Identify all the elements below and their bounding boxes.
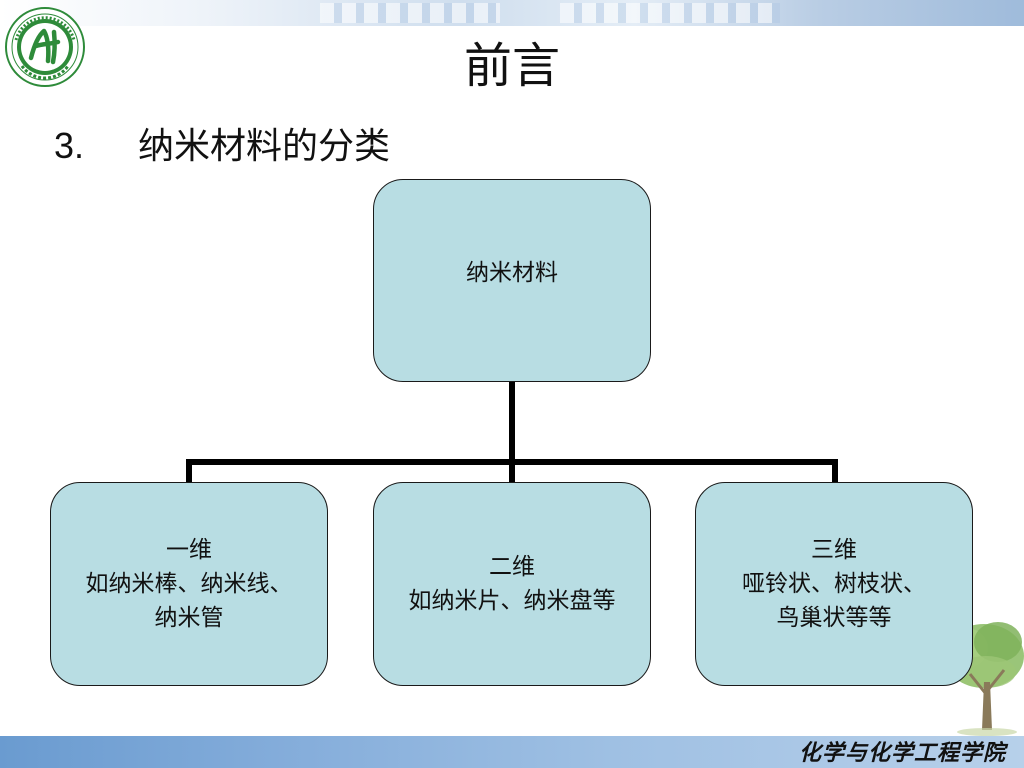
node-line: 三维	[811, 537, 857, 563]
section-number: 3.	[54, 125, 85, 166]
node-line: 鸟巢状等等	[776, 605, 892, 631]
node-line: 如纳米棒、纳米线、	[85, 571, 293, 597]
connector-drop-left	[186, 459, 192, 483]
node-root: 纳米材料	[373, 179, 651, 382]
header-band	[0, 0, 1024, 26]
node-line: 一维	[166, 537, 212, 563]
node-line: 纳米管	[154, 605, 224, 631]
node-one-dimensional: 一维 如纳米棒、纳米线、 纳米管	[50, 482, 328, 686]
footer-band	[0, 736, 1024, 768]
header-pattern-left	[320, 3, 500, 23]
node-line: 哑铃状、树枝状、	[742, 571, 926, 597]
node-root-line: 纳米材料	[466, 260, 558, 286]
school-emblem-icon	[5, 7, 85, 87]
section-heading: 3. 纳米材料的分类	[54, 118, 390, 174]
node-two-dimensional: 二维 如纳米片、纳米盘等	[373, 482, 651, 686]
connector-trunk	[509, 382, 515, 462]
footer-institution: 化学与化学工程学院	[798, 740, 1006, 766]
node-line: 二维	[489, 554, 535, 580]
connector-drop-center	[509, 459, 515, 483]
slide-title: 前言	[463, 38, 560, 94]
node-three-dimensional: 三维 哑铃状、树枝状、 鸟巢状等等	[695, 482, 973, 686]
connector-drop-right	[832, 459, 838, 483]
node-line: 如纳米片、纳米盘等	[408, 588, 616, 614]
header-pattern-right	[560, 3, 780, 23]
section-title: 纳米材料的分类	[138, 126, 391, 167]
